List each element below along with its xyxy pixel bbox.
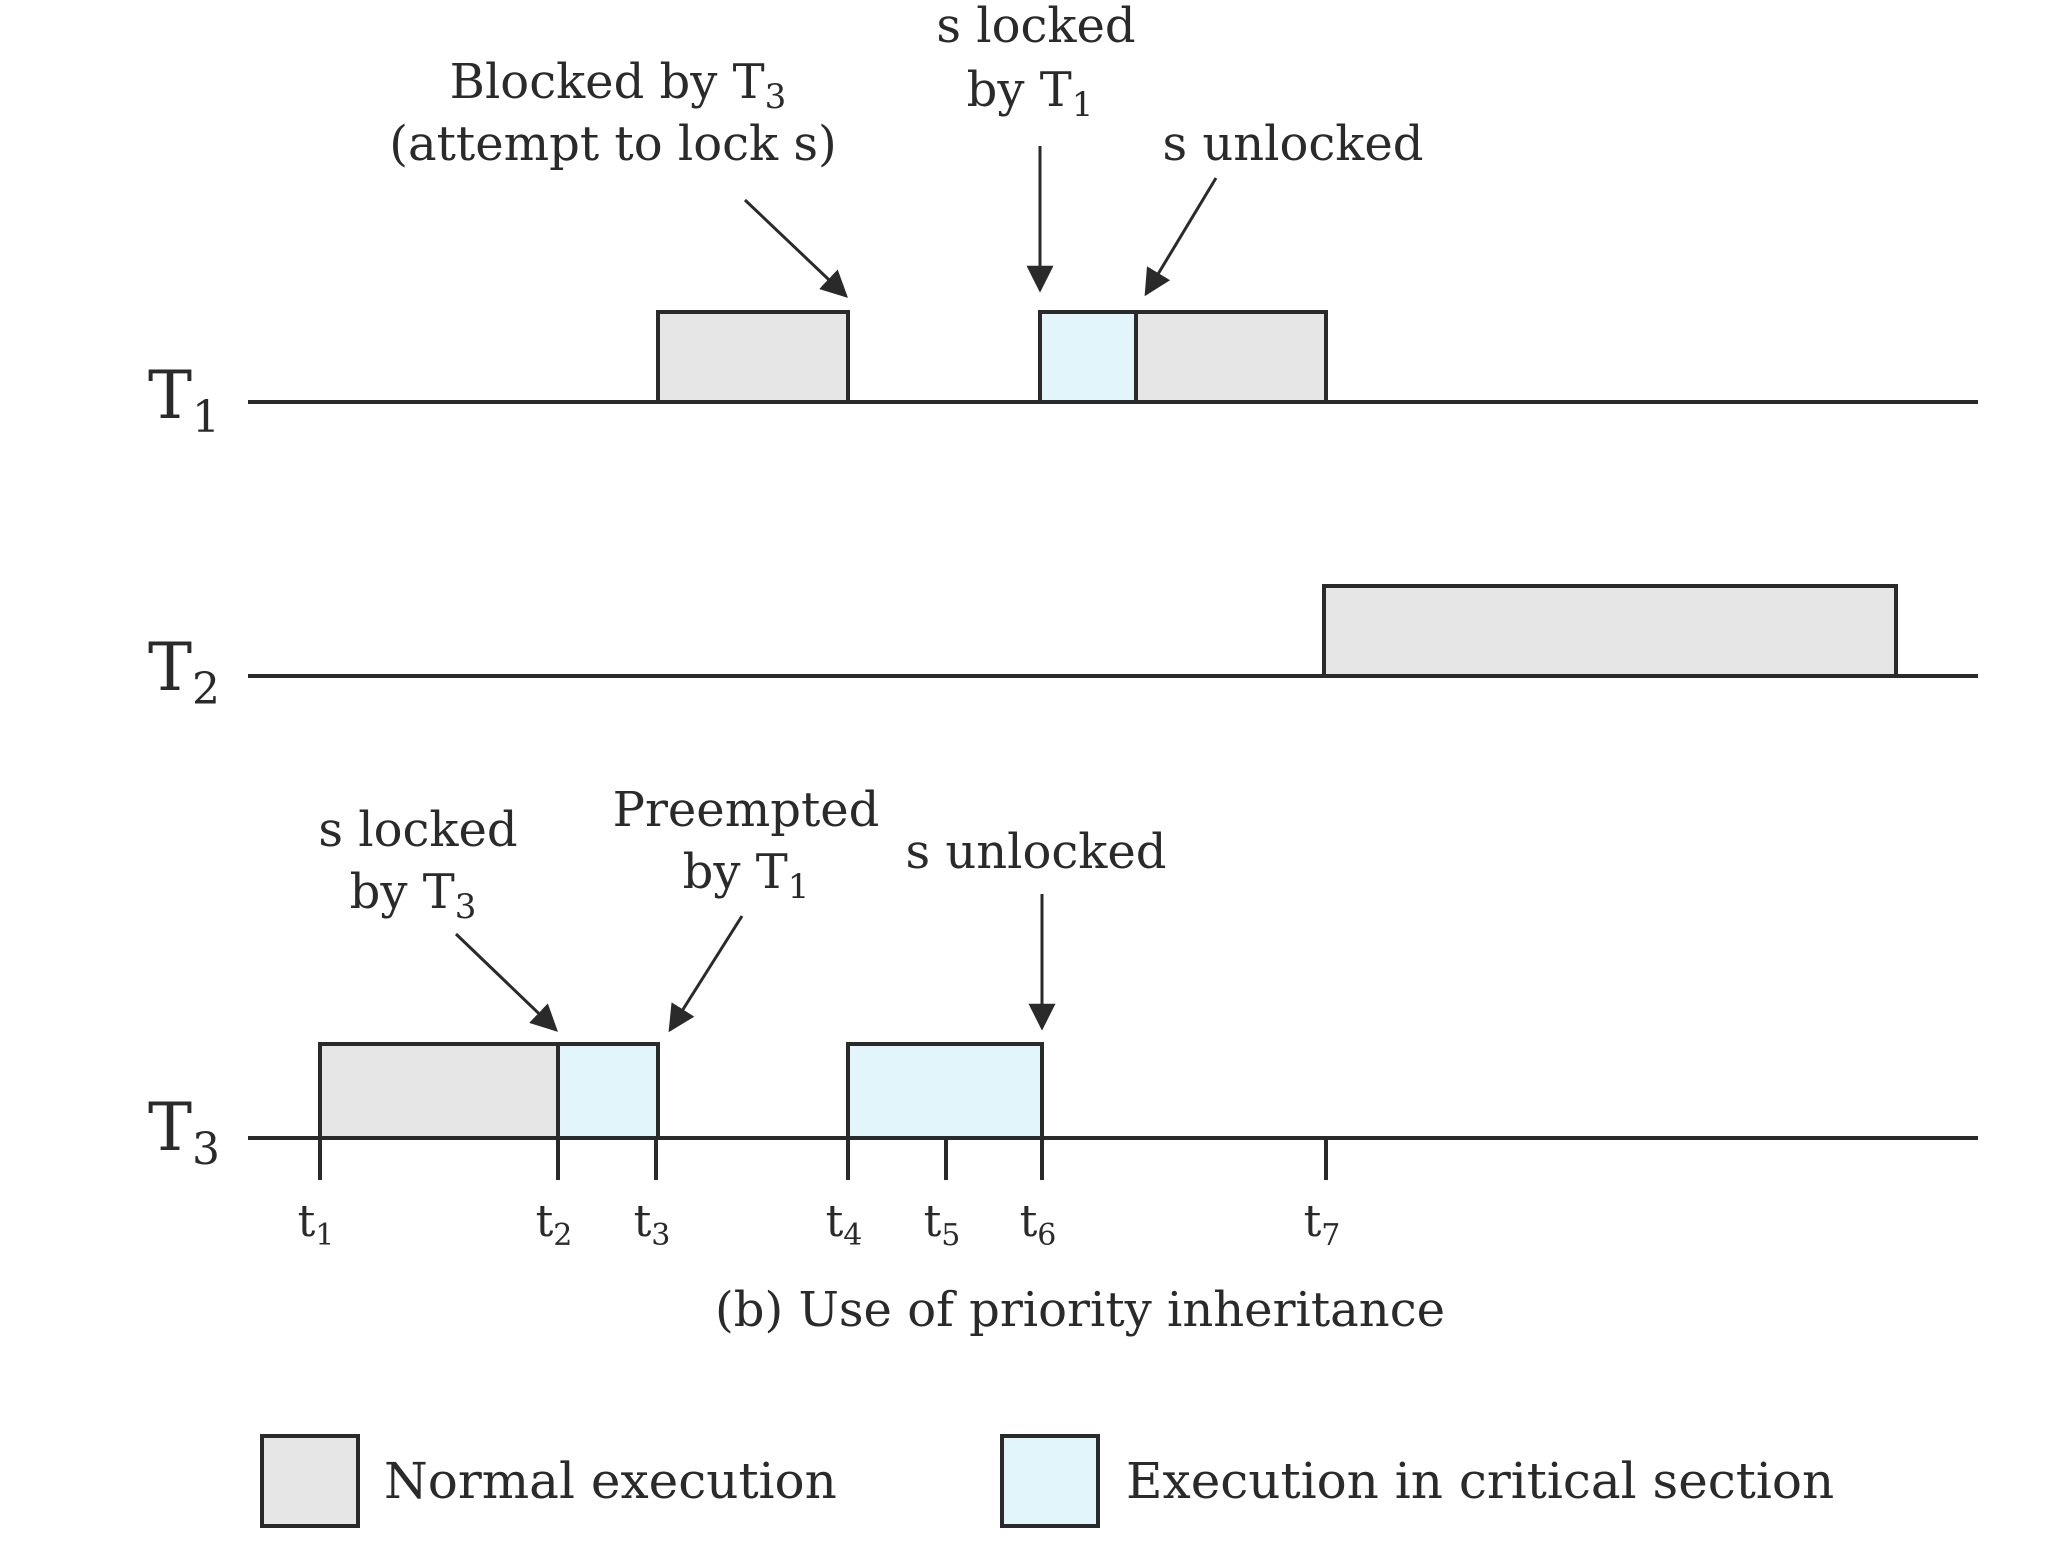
tick-label-t3: t3 (634, 1196, 671, 1253)
legend-label-normal: Normal execution (384, 1452, 837, 1510)
tick-label-t1: t1 (298, 1196, 335, 1253)
arrow-preempted (668, 915, 744, 1033)
t3-normal-block (318, 1042, 560, 1140)
annotation-t1-locked-line2: by T1 (967, 62, 1094, 125)
legend-swatch-normal (260, 1434, 360, 1528)
legend: Normal execution Execution in critical s… (260, 1434, 1834, 1528)
legend-label-critical: Execution in critical section (1126, 1452, 1834, 1510)
tick-label-t6: t6 (1020, 1196, 1057, 1253)
annotation-preempted-line2: by T1 (683, 844, 810, 907)
time-axis: t1 t2 t3 t4 t5 t6 t7 (298, 1138, 1341, 1253)
lane-label-t2: T2 (148, 629, 220, 715)
annotation-t3-unlocked: s unlocked (905, 824, 1166, 880)
figure-caption: (b) Use of priority inheritance (715, 1282, 1445, 1338)
tick-label-t5: t5 (924, 1196, 961, 1253)
lane-label-t1: T1 (148, 357, 220, 443)
t3-critical-block-1 (556, 1042, 660, 1140)
annotation-blocked-line2: (attempt to lock s) (389, 116, 836, 172)
annotation-preempted-line1: Preempted (613, 782, 880, 838)
t3-critical-block-2 (846, 1042, 1044, 1140)
arrow-t1-unlocked (1144, 177, 1218, 297)
annotation-t1-unlocked: s unlocked (1162, 116, 1423, 172)
arrow-blocked (743, 198, 848, 298)
t1-normal-block-2 (1134, 310, 1328, 404)
t2-normal-block (1322, 584, 1898, 678)
t1-normal-block-1 (656, 310, 850, 404)
arrow-t3-locked (454, 932, 558, 1032)
annotation-t1-locked-line1: s locked (936, 0, 1135, 54)
t1-critical-block (1038, 310, 1138, 404)
annotation-t3-locked-line2: by T3 (350, 864, 477, 927)
annotation-t3-locked-line1: s locked (318, 802, 517, 858)
tick-label-t7: t7 (1304, 1196, 1341, 1253)
legend-swatch-critical (1000, 1434, 1100, 1528)
tick-label-t4: t4 (826, 1196, 863, 1253)
lane-label-t3: T3 (148, 1089, 220, 1175)
annotation-blocked-line1: Blocked by T3 (450, 54, 787, 117)
tick-label-t2: t2 (536, 1196, 573, 1253)
